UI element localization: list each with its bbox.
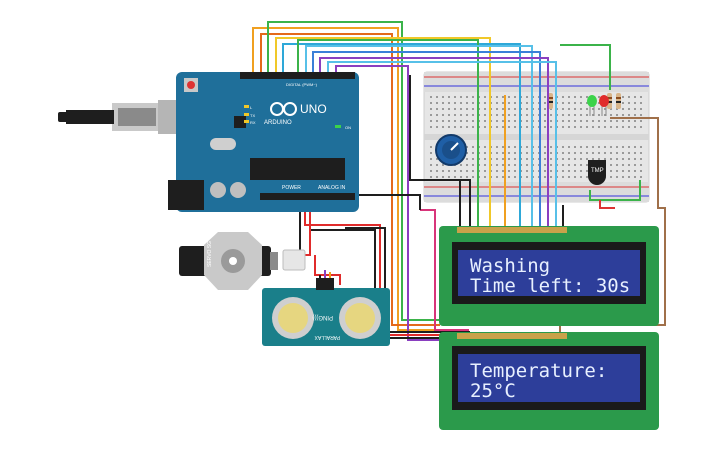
red-led[interactable]	[599, 95, 609, 116]
usb-connector[interactable]	[58, 100, 176, 134]
lcd-display-1[interactable]: Washing Time left: 30s	[439, 226, 659, 326]
on-led	[335, 125, 341, 128]
l-led	[244, 105, 249, 108]
svg-text:SERVO SG: SERVO SG	[207, 241, 213, 267]
resistor-2[interactable]	[607, 93, 612, 109]
analog-label: ANALOG IN	[318, 185, 346, 191]
brand-label: ARDUINO	[264, 120, 292, 126]
svg-text:PARALLAX: PARALLAX	[314, 334, 340, 340]
on-label: ON	[345, 125, 351, 130]
tx-led	[244, 113, 249, 116]
lcd1-line2: Time left: 30s	[470, 275, 630, 297]
rx-label: RX	[250, 120, 256, 125]
resistor-3[interactable]	[616, 93, 621, 109]
capacitor-2	[230, 182, 246, 198]
power-jack[interactable]	[168, 180, 204, 210]
arduino-uno-board[interactable]: UNO ARDUINO DIGITAL (PWM~) POWER ANALOG …	[58, 72, 359, 212]
microcontroller-chip	[250, 158, 345, 180]
usb-chip	[234, 116, 246, 128]
rx-led	[244, 120, 249, 123]
reset-button-cap[interactable]	[187, 81, 195, 89]
ultrasonic-sensor[interactable]: PING))) PARALLAX	[262, 278, 390, 346]
svg-text:PING))): PING)))	[312, 314, 333, 320]
green-led[interactable]	[587, 95, 597, 116]
lcd1-pin-header	[457, 227, 567, 233]
svg-text:TMP: TMP	[591, 168, 604, 174]
digital-label: DIGITAL (PWM~)	[286, 82, 318, 87]
model-label: UNO	[300, 102, 327, 116]
lcd2-pin-header	[457, 333, 567, 339]
power-label: POWER	[282, 185, 301, 191]
l-label: L	[250, 105, 253, 110]
digital-header[interactable]	[240, 72, 355, 79]
tx-label: TX	[250, 113, 255, 118]
lcd2-line2: 25°C	[470, 380, 516, 402]
lcd1-line1: Washing	[470, 255, 550, 277]
capacitor-1	[210, 182, 226, 198]
lcd2-line1: Temperature:	[470, 360, 607, 382]
temperature-sensor[interactable]: TMP	[588, 160, 606, 185]
lcd-display-2[interactable]: Temperature: 25°C	[439, 332, 659, 430]
potentiometer[interactable]	[435, 134, 467, 166]
crystal	[210, 138, 236, 150]
power-analog-header[interactable]	[260, 193, 355, 200]
resistor-1[interactable]	[548, 93, 553, 109]
arduino-logo-icon	[270, 102, 297, 116]
servo-motor[interactable]: SERVO SG	[179, 232, 306, 290]
